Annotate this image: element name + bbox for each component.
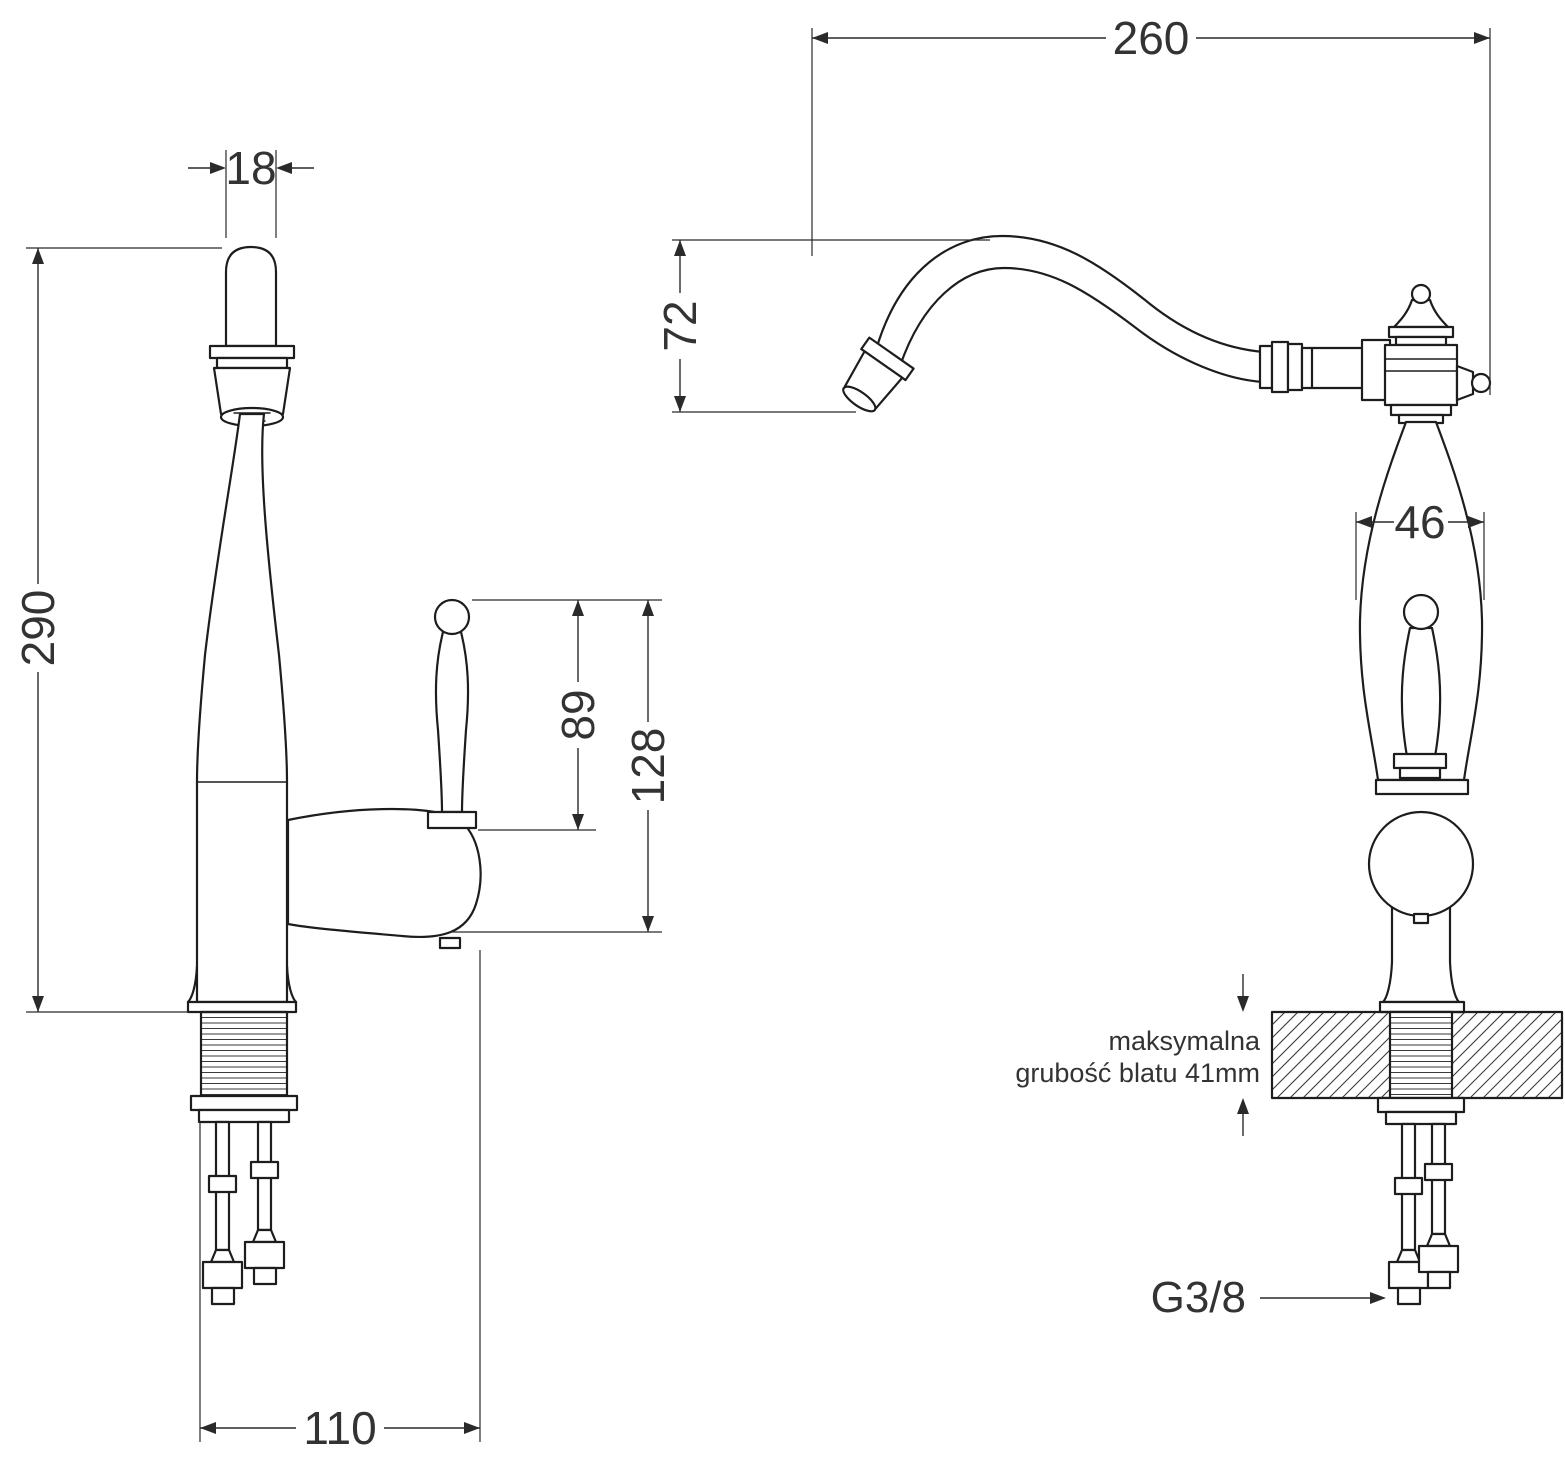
front-view: 260 72 46 maksymalna grubość blatu 41	[654, 12, 1564, 1322]
front-view-top-assembly	[1383, 283, 1492, 425]
dimension-260: 260	[811, 12, 1491, 395]
side-view-body	[186, 412, 298, 1014]
dimension-110-label: 110	[303, 1402, 376, 1454]
dimension-89-label: 89	[552, 689, 604, 740]
spout-aerator	[842, 336, 915, 413]
front-view-shank	[1376, 1010, 1466, 1126]
dimension-128: 128	[452, 600, 674, 933]
front-view-spout	[842, 234, 1392, 413]
dimension-46: 46	[1355, 496, 1485, 600]
thread-label: G3/8	[1151, 1273, 1246, 1322]
dimension-18-label: 18	[225, 142, 276, 194]
dimension-72: 72	[654, 239, 990, 413]
side-view-handle	[286, 598, 482, 950]
dimension-128-label: 128	[622, 728, 674, 805]
side-view-spout	[208, 245, 296, 428]
dimension-89: 89	[472, 599, 662, 831]
dimension-260-label: 260	[1113, 12, 1190, 64]
side-view: 18 290 89 128	[12, 142, 674, 1454]
dimension-72-label: 72	[654, 300, 706, 351]
dimension-18: 18	[188, 142, 314, 238]
side-view-shank	[189, 1010, 299, 1124]
dimension-110: 110	[199, 950, 481, 1454]
thread-callout: G3/8	[1151, 1273, 1386, 1322]
front-view-mounting-hardware	[1387, 1122, 1460, 1306]
side-view-mounting-hardware	[201, 1120, 286, 1306]
countertop-note-line1: maksymalna	[1108, 1026, 1261, 1056]
countertop-thickness-indicator: maksymalna grubość blatu 41mm	[1015, 974, 1261, 1136]
countertop-note-line2: grubość blatu 41mm	[1015, 1058, 1260, 1088]
dimension-290: 290	[12, 247, 222, 1013]
dimension-290-label: 290	[12, 590, 64, 667]
front-view-handle	[1392, 593, 1448, 780]
dimension-46-label: 46	[1394, 496, 1445, 548]
